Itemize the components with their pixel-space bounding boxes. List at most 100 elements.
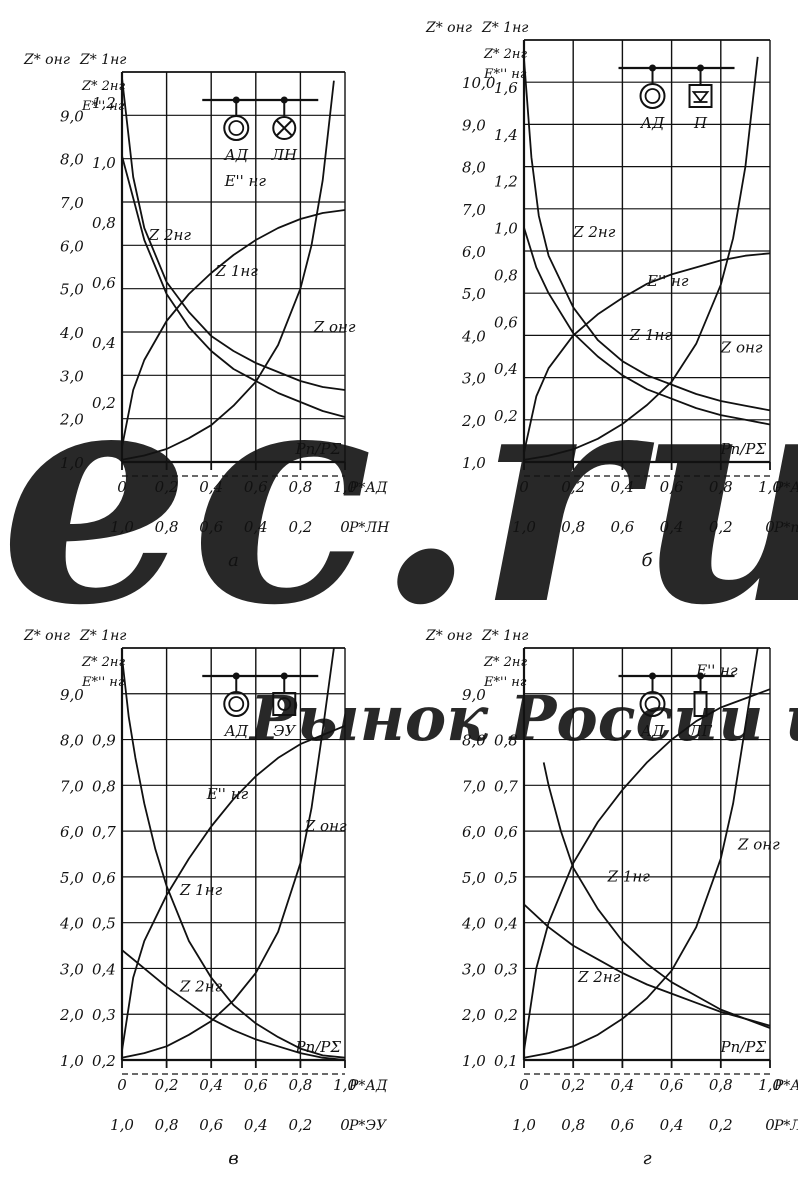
tick-label-mid: 0,3: [494, 960, 518, 978]
tick-label-x-top: 0,8: [709, 478, 733, 496]
tick-label-left: 8,0: [60, 732, 84, 750]
tick-label-mid: 0,4: [494, 915, 518, 933]
tick-label-x-bottom: 0: [765, 1116, 775, 1134]
curve-label: Z онг: [313, 318, 356, 336]
tick-label-x-bottom: 0,4: [660, 518, 684, 536]
inset-label: ЭУ: [273, 722, 296, 740]
tick-label-left: 4,0: [461, 327, 486, 345]
axis-label-series: Z* 2нг: [483, 655, 527, 670]
curve-Z2нг: [121, 77, 346, 391]
tick-label-mid: 1,6: [494, 79, 518, 97]
motor-inner: [644, 696, 661, 712]
chart-d: 1,02,03,04,05,06,07,08,09,00,10,20,30,40…: [425, 628, 798, 1169]
tick-label-x-bottom: 0,2: [709, 518, 733, 536]
tick-label-left: 8,0: [462, 159, 486, 177]
tick-label-mid: 0,5: [494, 869, 518, 887]
motor-icon: [223, 115, 250, 141]
curve-E''нг: [523, 688, 771, 1051]
curve-label: E'' нг: [206, 785, 249, 803]
tick-label-x-top: 0,8: [288, 478, 312, 496]
tick-label-x-bottom: 0,8: [561, 518, 585, 536]
tick-label-x-top: 1,0: [333, 478, 357, 496]
curve-Z1нг: [121, 155, 346, 418]
ratio-label: Pп/PΣ: [719, 440, 766, 458]
curve-label: Z онг: [737, 835, 780, 853]
tick-label-left: 3,0: [462, 960, 486, 978]
curve-Zонг: [523, 56, 759, 461]
axis-label-left: Z* онг: [425, 628, 472, 644]
tick-label-x-bottom: 0,6: [610, 518, 634, 536]
curve-E''нг: [121, 209, 346, 448]
diode-symbol: [691, 91, 710, 103]
inset-label: АД: [223, 722, 248, 740]
rectifier-ring: [277, 697, 292, 711]
curve-label: Z онг: [720, 338, 763, 356]
tick-label-mid: 1,2: [494, 173, 518, 191]
tick-label-left: 2,0: [461, 1006, 486, 1024]
ratio-label: Pп/PΣ: [294, 440, 341, 458]
tick-label-mid: 0,8: [92, 777, 116, 795]
panel-caption: б: [642, 550, 654, 571]
converter-icon: [688, 84, 713, 108]
tick-label-mid: 0,7: [92, 823, 116, 841]
tick-label-left: 6,0: [60, 823, 84, 841]
ratio-label: Pп/PΣ: [294, 1038, 341, 1056]
tick-label-x-bottom: 0,8: [155, 518, 179, 536]
tick-label-x-bottom: 0: [765, 518, 775, 536]
tick-label-left: 2,0: [461, 412, 486, 430]
tick-label-mid: 1,0: [92, 154, 116, 172]
tick-label-x-bottom: 1,0: [512, 518, 536, 536]
tick-label-x-bottom: 0,2: [288, 1116, 312, 1134]
tick-label-x-bottom: 0,8: [561, 1116, 585, 1134]
tick-label-mid: 0,7: [494, 777, 518, 795]
tick-label-left: 5,0: [462, 869, 486, 887]
tick-label-left: 9,0: [462, 116, 486, 134]
tick-label-x-bottom: 0,4: [244, 1116, 268, 1134]
tick-label-mid: 0,5: [92, 915, 116, 933]
chart-b: 1,02,03,04,05,06,07,08,09,010,00,20,40,6…: [425, 20, 798, 571]
tick-label-mid: 0,3: [92, 1006, 116, 1024]
tick-label-left: 7,0: [462, 777, 486, 795]
motor-icon: [639, 691, 666, 717]
panel-caption: а: [228, 550, 239, 571]
motor-icon: [223, 691, 250, 717]
tick-label-x-bottom: 0,2: [288, 518, 312, 536]
curve-Z1нг: [121, 657, 346, 1059]
curve-Zонг: [523, 647, 759, 1059]
curve-label: Z 1нг: [215, 262, 259, 280]
curve-Z1нг: [523, 227, 771, 426]
tick-label-x-bottom: 0,2: [709, 1116, 733, 1134]
tick-label-x-top: 0,6: [244, 478, 268, 496]
axis-label-x-top: P*АД: [348, 480, 388, 496]
tick-label-x-top: 1,0: [333, 1076, 357, 1094]
tick-label-x-top: 0,6: [660, 478, 684, 496]
tick-label-left: 3,0: [462, 370, 486, 388]
axis-label-series: E*'' нг: [483, 67, 527, 82]
tick-label-left: 8,0: [462, 732, 486, 750]
tick-label-left: 1,0: [462, 454, 486, 472]
axis-label-x-bottom: P*ЭУ: [348, 1118, 387, 1134]
tick-label-x-top: 0: [519, 478, 529, 496]
tick-label-mid: 0,4: [92, 960, 116, 978]
tick-label-x-top: 0,2: [561, 478, 585, 496]
curve-label: Z 1нг: [607, 867, 651, 885]
tick-label-x-bottom: 0,8: [155, 1116, 179, 1134]
tick-label-x-bottom: 1,0: [110, 1116, 134, 1134]
watermark-text: ес.ru: [0, 318, 798, 671]
axis-label-left: Z* онг: [425, 20, 472, 36]
curve-label: Z 2нг: [572, 223, 616, 241]
tick-label-x-bottom: 1,0: [512, 1116, 536, 1134]
tick-label-x-bottom: 0,4: [660, 1116, 684, 1134]
tick-label-left: 9,0: [462, 686, 486, 704]
curve-Zонг: [121, 80, 335, 461]
tick-label-mid: 0,6: [92, 869, 116, 887]
tick-label-left: 2,0: [59, 411, 84, 429]
panel-caption: в: [228, 1148, 238, 1169]
tick-label-x-top: 0: [519, 1076, 529, 1094]
axis-label-x-top: P*АД: [773, 480, 798, 496]
tick-label-mid: 0,8: [494, 266, 518, 284]
tick-label-left: 7,0: [462, 201, 486, 219]
tick-label-x-top: 0,4: [610, 478, 634, 496]
tick-label-left: 9,0: [60, 107, 84, 125]
tick-label-mid: 0,6: [494, 823, 518, 841]
